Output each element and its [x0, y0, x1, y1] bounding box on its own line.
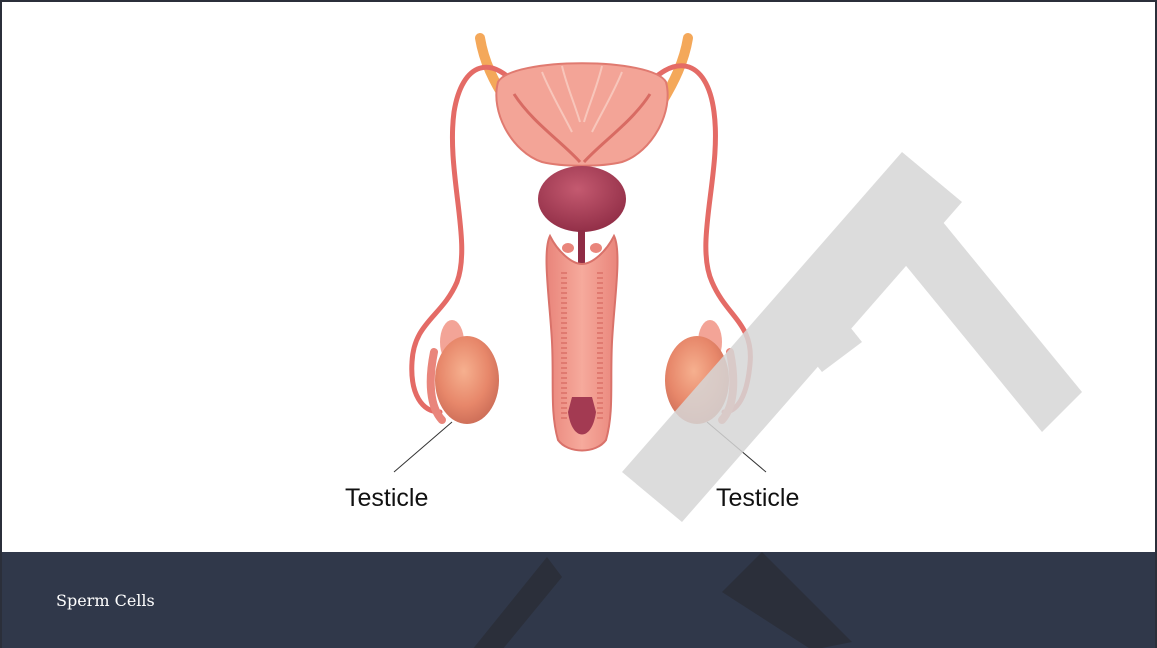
testicle-label-left: Testicle — [345, 486, 428, 511]
seminal-vesicles — [496, 63, 667, 166]
footer-bar: Sperm Cells — [2, 552, 1157, 648]
male-reproductive-system-illustration — [2, 2, 1157, 552]
prostate — [538, 166, 626, 232]
testicle-left — [431, 320, 499, 424]
leader-line-left — [394, 422, 452, 472]
testicle-label-right: Testicle — [716, 486, 799, 511]
testicle-right — [665, 320, 733, 424]
penis-shaft — [547, 236, 618, 451]
footer-title: Sperm Cells — [56, 591, 155, 610]
leader-line-right — [707, 422, 766, 472]
